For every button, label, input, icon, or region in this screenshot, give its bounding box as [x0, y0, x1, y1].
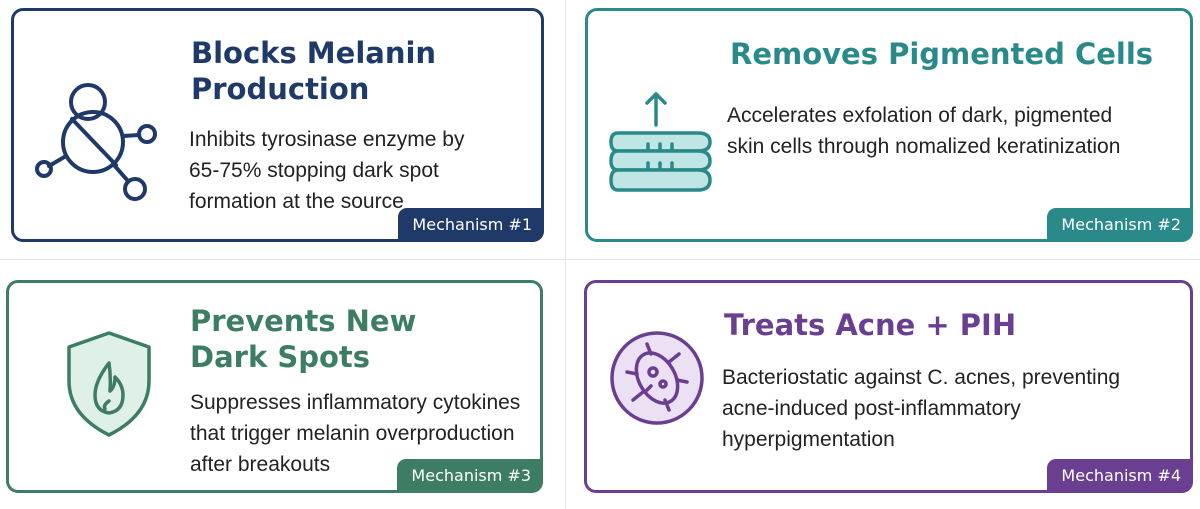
mechanism-card-4: Treats Acne + PIH Bacteriostatic against…	[584, 280, 1193, 493]
mechanism-badge: Mechanism #3	[397, 459, 543, 493]
card-description: Inhibits tyrosinase enzyme by 65-75% sto…	[189, 128, 465, 213]
mechanism-badge: Mechanism #2	[1047, 208, 1193, 242]
mechanism-card-2: Removes Pigmented Cells Accelerates exfo…	[585, 8, 1193, 242]
card-title: Treats Acne + PIH	[724, 308, 1017, 342]
mechanism-badge: Mechanism #1	[398, 208, 544, 242]
mechanism-card-3: Prevents New Dark Spots Suppresses infla…	[6, 280, 543, 493]
skin-layers-icon	[608, 88, 718, 200]
card-description: Suppresses inflammatory cytokines that t…	[190, 391, 521, 476]
vertical-divider	[565, 0, 566, 509]
shield-flame-icon	[65, 329, 153, 439]
molecule-icon	[34, 79, 162, 207]
horizontal-divider	[0, 259, 1200, 260]
mechanism-badge: Mechanism #4	[1047, 459, 1193, 493]
card-description: Bacteriostatic against C. acnes, prevent…	[722, 366, 1121, 451]
card-title: Removes Pigmented Cells	[730, 37, 1154, 71]
card-description: Accelerates exfolation of dark, pigmente…	[727, 104, 1121, 158]
bacteria-icon	[607, 328, 707, 428]
card-title: Prevents New Dark Spots	[190, 304, 417, 374]
mechanism-card-1: Blocks Melanin Production Inhibits tyros…	[11, 8, 544, 242]
card-title: Blocks Melanin Production	[191, 36, 437, 106]
